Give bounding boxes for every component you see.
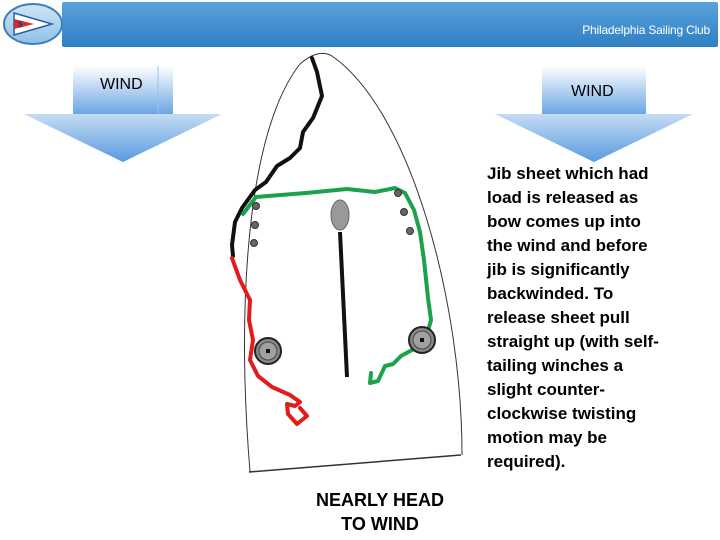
caption-line: motion may be — [487, 428, 607, 447]
caption-text: Jib sheet which had load is released as … — [487, 162, 707, 474]
caption-line: bow comes up into — [487, 212, 641, 231]
jib-sheet-green — [241, 186, 433, 385]
caption-line: the wind and before — [487, 236, 648, 255]
hull-outline — [244, 52, 463, 473]
transom-line — [248, 454, 462, 473]
club-logo: $ — [3, 3, 63, 45]
caption-line: tailing winches a — [487, 356, 624, 375]
mast — [330, 199, 350, 231]
bottom-label: NEARLY HEAD TO WIND — [300, 488, 460, 536]
jib-sheet-forward-black — [230, 56, 324, 258]
header-bar: Philadelphia Sailing Club — [62, 2, 718, 47]
caption-line: slight counter- — [487, 380, 606, 399]
released-sheet-red — [230, 256, 309, 426]
caption-line: load is released as — [487, 188, 639, 207]
caption-line: clockwise twisting — [487, 404, 637, 423]
winch-port — [254, 337, 282, 365]
svg-text:$: $ — [18, 20, 23, 29]
wind-label-right: WIND — [571, 83, 614, 100]
caption-line: required). — [487, 452, 566, 471]
boom — [338, 231, 349, 378]
caption-line: jib is significantly — [487, 260, 630, 279]
caption-line: Jib sheet which had — [487, 164, 649, 183]
wind-arrow-right — [495, 66, 693, 162]
caption-line: release sheet pull — [487, 308, 630, 327]
fairleads-left — [250, 202, 260, 247]
winch-starboard — [408, 326, 436, 354]
bottom-label-line1: NEARLY HEAD — [315, 490, 445, 510]
bottom-label-line2: TO WIND — [341, 514, 419, 534]
club-title: Philadelphia Sailing Club — [582, 23, 710, 37]
caption-line: backwinded. To — [487, 284, 614, 303]
fairleads-right — [394, 189, 414, 235]
header: Philadelphia Sailing Club $ — [0, 0, 720, 50]
caption-line: straight up (with self- — [487, 332, 659, 351]
wind-arrow-left — [24, 66, 222, 162]
wind-label-left: WIND — [100, 76, 143, 93]
